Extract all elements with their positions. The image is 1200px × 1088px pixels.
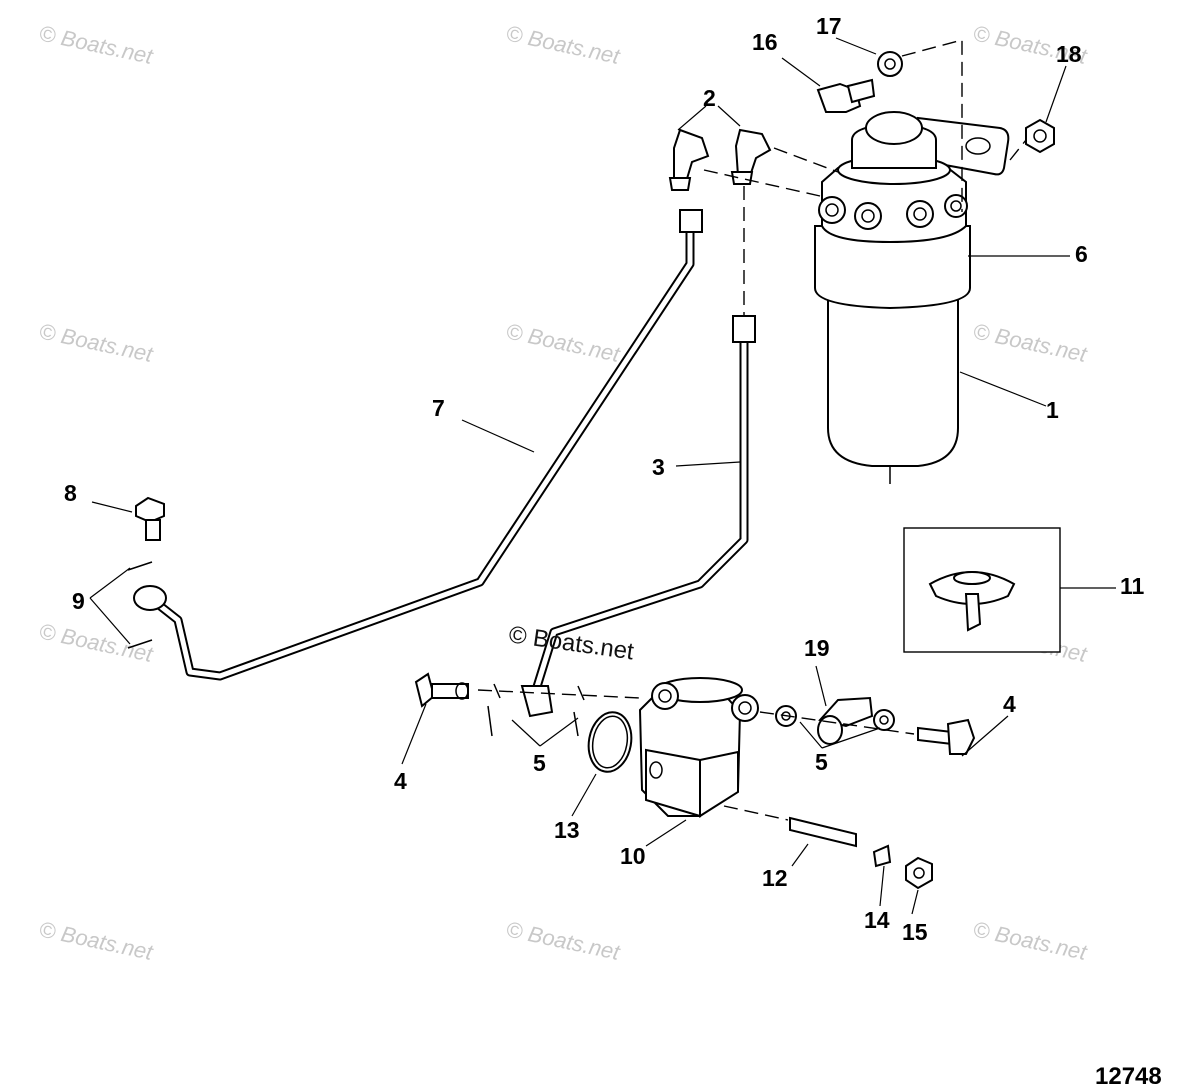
callout-2: 2	[703, 85, 716, 111]
callout-5-left: 5	[533, 750, 546, 776]
callout-6: 6	[1075, 241, 1088, 267]
callout-18: 18	[1056, 41, 1082, 67]
watermark: © Boats.net	[971, 916, 1090, 965]
callout-10: 10	[620, 843, 646, 869]
banjo-bolt-4-left	[414, 672, 641, 708]
leader-lines	[89, 37, 1116, 915]
callout-15: 15	[902, 919, 928, 945]
callout-8: 8	[64, 480, 77, 506]
callout-labels: 1 2 3 4 4 5 5 6 7 8 9 10 11 12 13 14 15 …	[64, 13, 1145, 945]
callout-4-left: 4	[394, 768, 407, 794]
watermark: © Boats.net	[37, 916, 156, 965]
elbow-fittings	[668, 128, 839, 320]
callout-1: 1	[1046, 397, 1059, 423]
bracket-hardware	[816, 39, 1055, 212]
o-ring	[587, 711, 633, 773]
fuel-line-3	[520, 315, 756, 718]
callout-14: 14	[864, 907, 890, 933]
watermark: © Boats.net	[504, 20, 623, 69]
callout-12: 12	[762, 865, 788, 891]
callout-19: 19	[804, 635, 830, 661]
callout-16: 16	[752, 29, 778, 55]
callout-9: 9	[72, 588, 85, 614]
watermark: © Boats.net	[37, 318, 156, 367]
figure-number: 12748	[1095, 1063, 1162, 1088]
pump-outlet-hardware	[759, 696, 976, 755]
banjo-bolt-8	[127, 496, 165, 649]
watermark: © Boats.net	[971, 318, 1090, 367]
callout-3: 3	[652, 454, 665, 480]
callout-4-right: 4	[1003, 691, 1016, 717]
callout-7: 7	[432, 395, 445, 421]
diaphragm-inset	[903, 527, 1061, 653]
watermark: © Boats.net	[37, 20, 156, 69]
fuel-filter-assembly	[814, 111, 1010, 484]
fuel-pump	[638, 677, 759, 818]
gasket-washers	[487, 683, 585, 737]
watermark: © Boats.net	[37, 618, 156, 667]
callout-11: 11	[1120, 573, 1145, 599]
fuel-line-7	[133, 209, 703, 681]
callout-17: 17	[816, 13, 842, 39]
callout-5-right: 5	[815, 749, 828, 775]
callout-13: 13	[554, 817, 580, 843]
pump-mounting-hardware	[723, 805, 933, 890]
watermark: © Boats.net	[504, 318, 623, 367]
watermark: © Boats.net	[504, 916, 623, 965]
